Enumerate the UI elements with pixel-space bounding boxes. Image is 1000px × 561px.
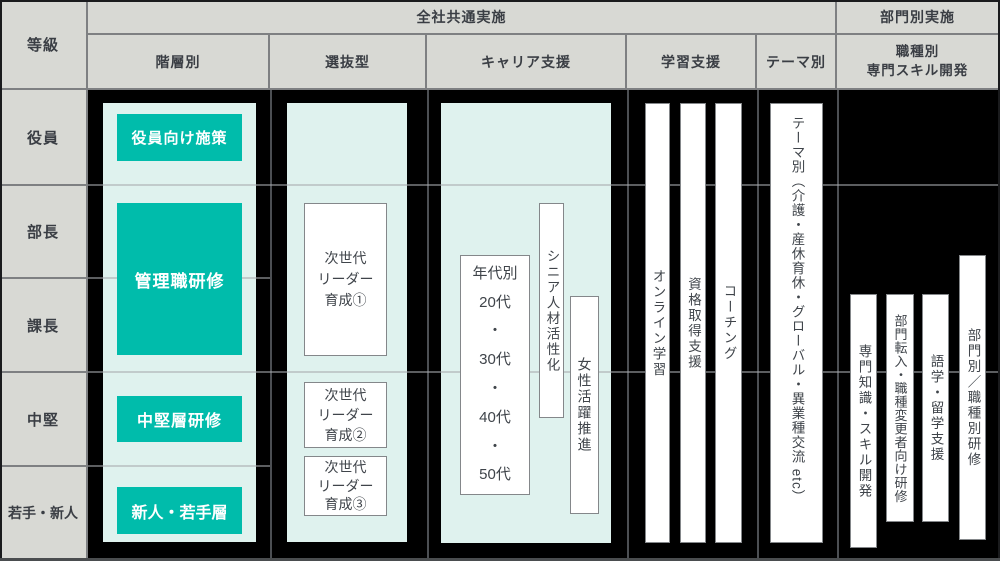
column-header-career-support: キャリア支援: [427, 35, 627, 90]
bar-transfer-training-label: 部門転入・職種変更者向け研修: [892, 313, 908, 503]
row-divider: [88, 184, 998, 186]
grade-row-junior-label: 若手・新人: [8, 504, 78, 521]
grade-row-section-manager-label: 課長: [26, 317, 59, 335]
column-header-theme: テーマ別: [757, 35, 837, 90]
box-age-group-label: 年代別 20代 ・ 30代 ・ 40代 ・ 50代: [472, 264, 518, 484]
row-divider: [88, 465, 270, 467]
companywide-header-label: 全社共通実施: [416, 8, 507, 25]
bar-language-study-support: 語学・留学支援: [922, 294, 949, 522]
column-divider: [757, 90, 759, 558]
block-midlevel-training: 中堅層研修: [117, 396, 242, 442]
box-next-gen-leader-1: 次世代 リーダー 育成①: [304, 203, 387, 356]
companywide-header-cell: 全社共通実施: [88, 0, 837, 35]
grade-row-midlevel-label: 中堅: [26, 411, 59, 429]
grade-row-junior: 若手・新人: [0, 467, 88, 558]
bar-department-jobtype-training: 部門別／職種別研修: [959, 255, 986, 540]
frame-bottom: [0, 558, 1000, 561]
grade-header-cell: 等級: [0, 0, 88, 90]
bar-coaching: コーチング: [715, 103, 742, 543]
column-divider: [627, 90, 629, 558]
bar-expert-skill-development: 専門知識・スキル開発: [850, 294, 877, 548]
bar-language-study-support-label: 語学・留学支援: [928, 353, 944, 463]
box-age-group: 年代別 20代 ・ 30代 ・ 40代 ・ 50代: [460, 255, 530, 495]
column-divider: [270, 90, 272, 558]
frame-left: [0, 0, 2, 561]
column-divider: [837, 90, 839, 558]
block-executive-measures: 役員向け施策: [117, 114, 242, 161]
bar-senior-revitalization: シニア人材活性化: [539, 203, 564, 418]
column-header-selective: 選抜型: [270, 35, 427, 90]
grade-row-executive: 役員: [0, 90, 88, 186]
grade-row-general-manager: 部長: [0, 186, 88, 279]
block-management-training-label: 管理職研修: [134, 271, 225, 291]
departmental-header-cell: 部門別実施: [837, 0, 998, 35]
frame-top: [0, 0, 1000, 2]
bar-department-jobtype-training-label: 部門別／職種別研修: [965, 327, 981, 468]
bar-women-advancement: 女性活躍推進: [570, 296, 599, 514]
box-next-gen-leader-1-label: 次世代 リーダー 育成①: [317, 250, 374, 308]
bar-senior-revitalization-label: シニア人材活性化: [544, 248, 560, 373]
bar-theme-based-label: テーマ別（介護・産休育休・グローバル・異業種交流 etc）: [789, 116, 805, 505]
column-header-hierarchical: 階層別: [88, 35, 270, 90]
bar-transfer-training: 部門転入・職種変更者向け研修: [886, 294, 914, 522]
bar-online-learning-label: オンライン学習: [650, 268, 666, 378]
grade-row-executive-label: 役員: [26, 129, 59, 147]
bar-online-learning: オンライン学習: [645, 103, 670, 543]
block-newcomer-training-label: 新人・若手層: [131, 504, 228, 522]
column-header-career-support-label: キャリア支援: [481, 53, 571, 70]
block-executive-measures-label: 役員向け施策: [131, 130, 228, 147]
box-next-gen-leader-3: 次世代 リーダー 育成③: [304, 456, 387, 516]
block-midlevel-training-label: 中堅層研修: [136, 413, 222, 430]
bar-expert-skill-development-label: 専門知識・スキル開発: [856, 343, 872, 499]
block-newcomer-training: 新人・若手層: [117, 487, 242, 534]
box-next-gen-leader-2: 次世代 リーダー 育成②: [304, 382, 387, 448]
block-management-training: 管理職研修: [117, 203, 242, 355]
column-divider: [427, 90, 429, 558]
column-header-theme-label: テーマ別: [766, 53, 826, 70]
column-header-jobtype: 職種別 専門スキル開発: [837, 35, 998, 90]
grade-header-label: 等級: [26, 36, 59, 54]
grade-row-general-manager-label: 部長: [26, 224, 59, 241]
grade-row-section-manager: 課長: [0, 279, 88, 373]
bar-certification-support-label: 資格取得支援: [686, 276, 701, 370]
column-header-hierarchical-label: 階層別: [155, 53, 201, 70]
column-header-learning-support-label: 学習支援: [661, 53, 721, 70]
column-header-learning-support: 学習支援: [627, 35, 757, 90]
departmental-header-label: 部門別実施: [880, 8, 955, 25]
column-header-jobtype-label: 職種別 専門スキル開発: [866, 44, 969, 78]
bar-coaching-label: コーチング: [721, 284, 737, 362]
grade-row-midlevel: 中堅: [0, 373, 88, 467]
frame-right: [998, 0, 1000, 561]
bar-certification-support: 資格取得支援: [680, 103, 706, 543]
bar-theme-based: テーマ別（介護・産休育休・グローバル・異業種交流 etc）: [770, 103, 823, 543]
box-next-gen-leader-3-label: 次世代 リーダー 育成③: [317, 458, 374, 513]
column-header-selective-label: 選抜型: [325, 53, 370, 70]
bar-women-advancement-label: 女性活躍推進: [576, 357, 593, 453]
box-next-gen-leader-2-label: 次世代 リーダー 育成②: [317, 386, 374, 444]
